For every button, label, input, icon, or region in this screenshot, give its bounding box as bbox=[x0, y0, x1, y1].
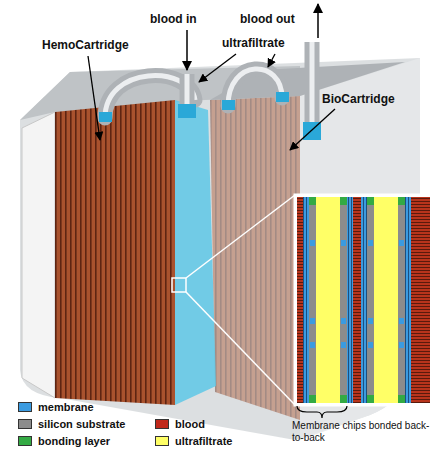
tube-fitting bbox=[178, 104, 196, 118]
brace bbox=[297, 406, 347, 418]
tube-highlight bbox=[228, 69, 282, 106]
leader-arrow bbox=[290, 109, 335, 150]
membrane-inset bbox=[295, 195, 432, 405]
ultrafiltrate-tube bbox=[228, 69, 282, 106]
tube-fitting bbox=[99, 112, 112, 122]
legend-swatch bbox=[18, 402, 32, 412]
caption-note: Membrane chips bonded back-to-back bbox=[292, 420, 438, 444]
leader-arrow bbox=[268, 54, 275, 67]
part-label: blood in bbox=[150, 12, 197, 26]
legend-swatch bbox=[18, 436, 32, 446]
legend-swatch bbox=[155, 419, 169, 429]
part-label: BioCartridge bbox=[322, 92, 395, 106]
blood-out-tube bbox=[305, 42, 320, 128]
cartridge-side-panel bbox=[22, 112, 55, 398]
tube-fitting bbox=[276, 92, 289, 102]
part-label: ultrafiltrate bbox=[222, 36, 285, 50]
zoom-box bbox=[172, 278, 186, 292]
manifold bbox=[175, 100, 216, 405]
flow-arrow bbox=[186, 30, 188, 70]
leader-arrow bbox=[199, 54, 236, 82]
legend-swatch bbox=[18, 419, 32, 429]
legend-text: blood bbox=[175, 417, 205, 431]
legend-text: membrane bbox=[38, 400, 94, 414]
flow-arrow bbox=[317, 4, 319, 38]
leader-arrow bbox=[88, 56, 100, 140]
legend-text: bonding layer bbox=[38, 434, 110, 448]
biocartridge-body bbox=[210, 96, 300, 420]
housing bbox=[20, 58, 420, 440]
hemocartridge-body bbox=[55, 100, 175, 405]
part-label: HemoCartridge bbox=[42, 38, 129, 52]
legend-text: ultrafiltrate bbox=[175, 434, 232, 448]
tube-fitting bbox=[222, 100, 235, 110]
zoom-line bbox=[186, 292, 295, 405]
zoom-line bbox=[186, 195, 295, 278]
legend-text: silicon substrate bbox=[38, 417, 125, 431]
tube-highlight bbox=[310, 42, 315, 128]
part-label: blood out bbox=[240, 12, 295, 26]
legend-swatch bbox=[155, 436, 169, 446]
